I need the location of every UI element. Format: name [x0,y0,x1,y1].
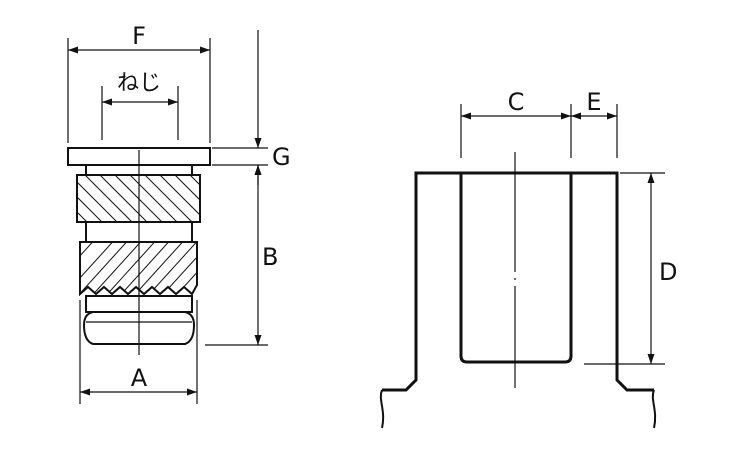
base-break-left [379,389,385,429]
lower-knurl-hatch [80,242,197,294]
insert-pilot [85,295,193,313]
dim-B-label: B [262,243,278,271]
insert-side-view: F ねじ G B A [67,22,291,404]
boss-section-view: C E D [379,88,677,429]
dim-G-label: G [272,143,291,171]
dim-thread-label: ねじ [117,71,161,96]
dim-A-label: A [131,364,148,392]
boss-outline [382,171,654,392]
dim-D-label: D [659,258,677,286]
hole-outline [459,173,573,364]
dim-F-label: F [132,22,146,50]
base-break-right [651,389,657,429]
lower-knurl-band [79,241,198,297]
upper-knurl-hatch [77,175,200,222]
dim-E-label: E [586,88,601,116]
dim-C-label: C [508,88,525,116]
